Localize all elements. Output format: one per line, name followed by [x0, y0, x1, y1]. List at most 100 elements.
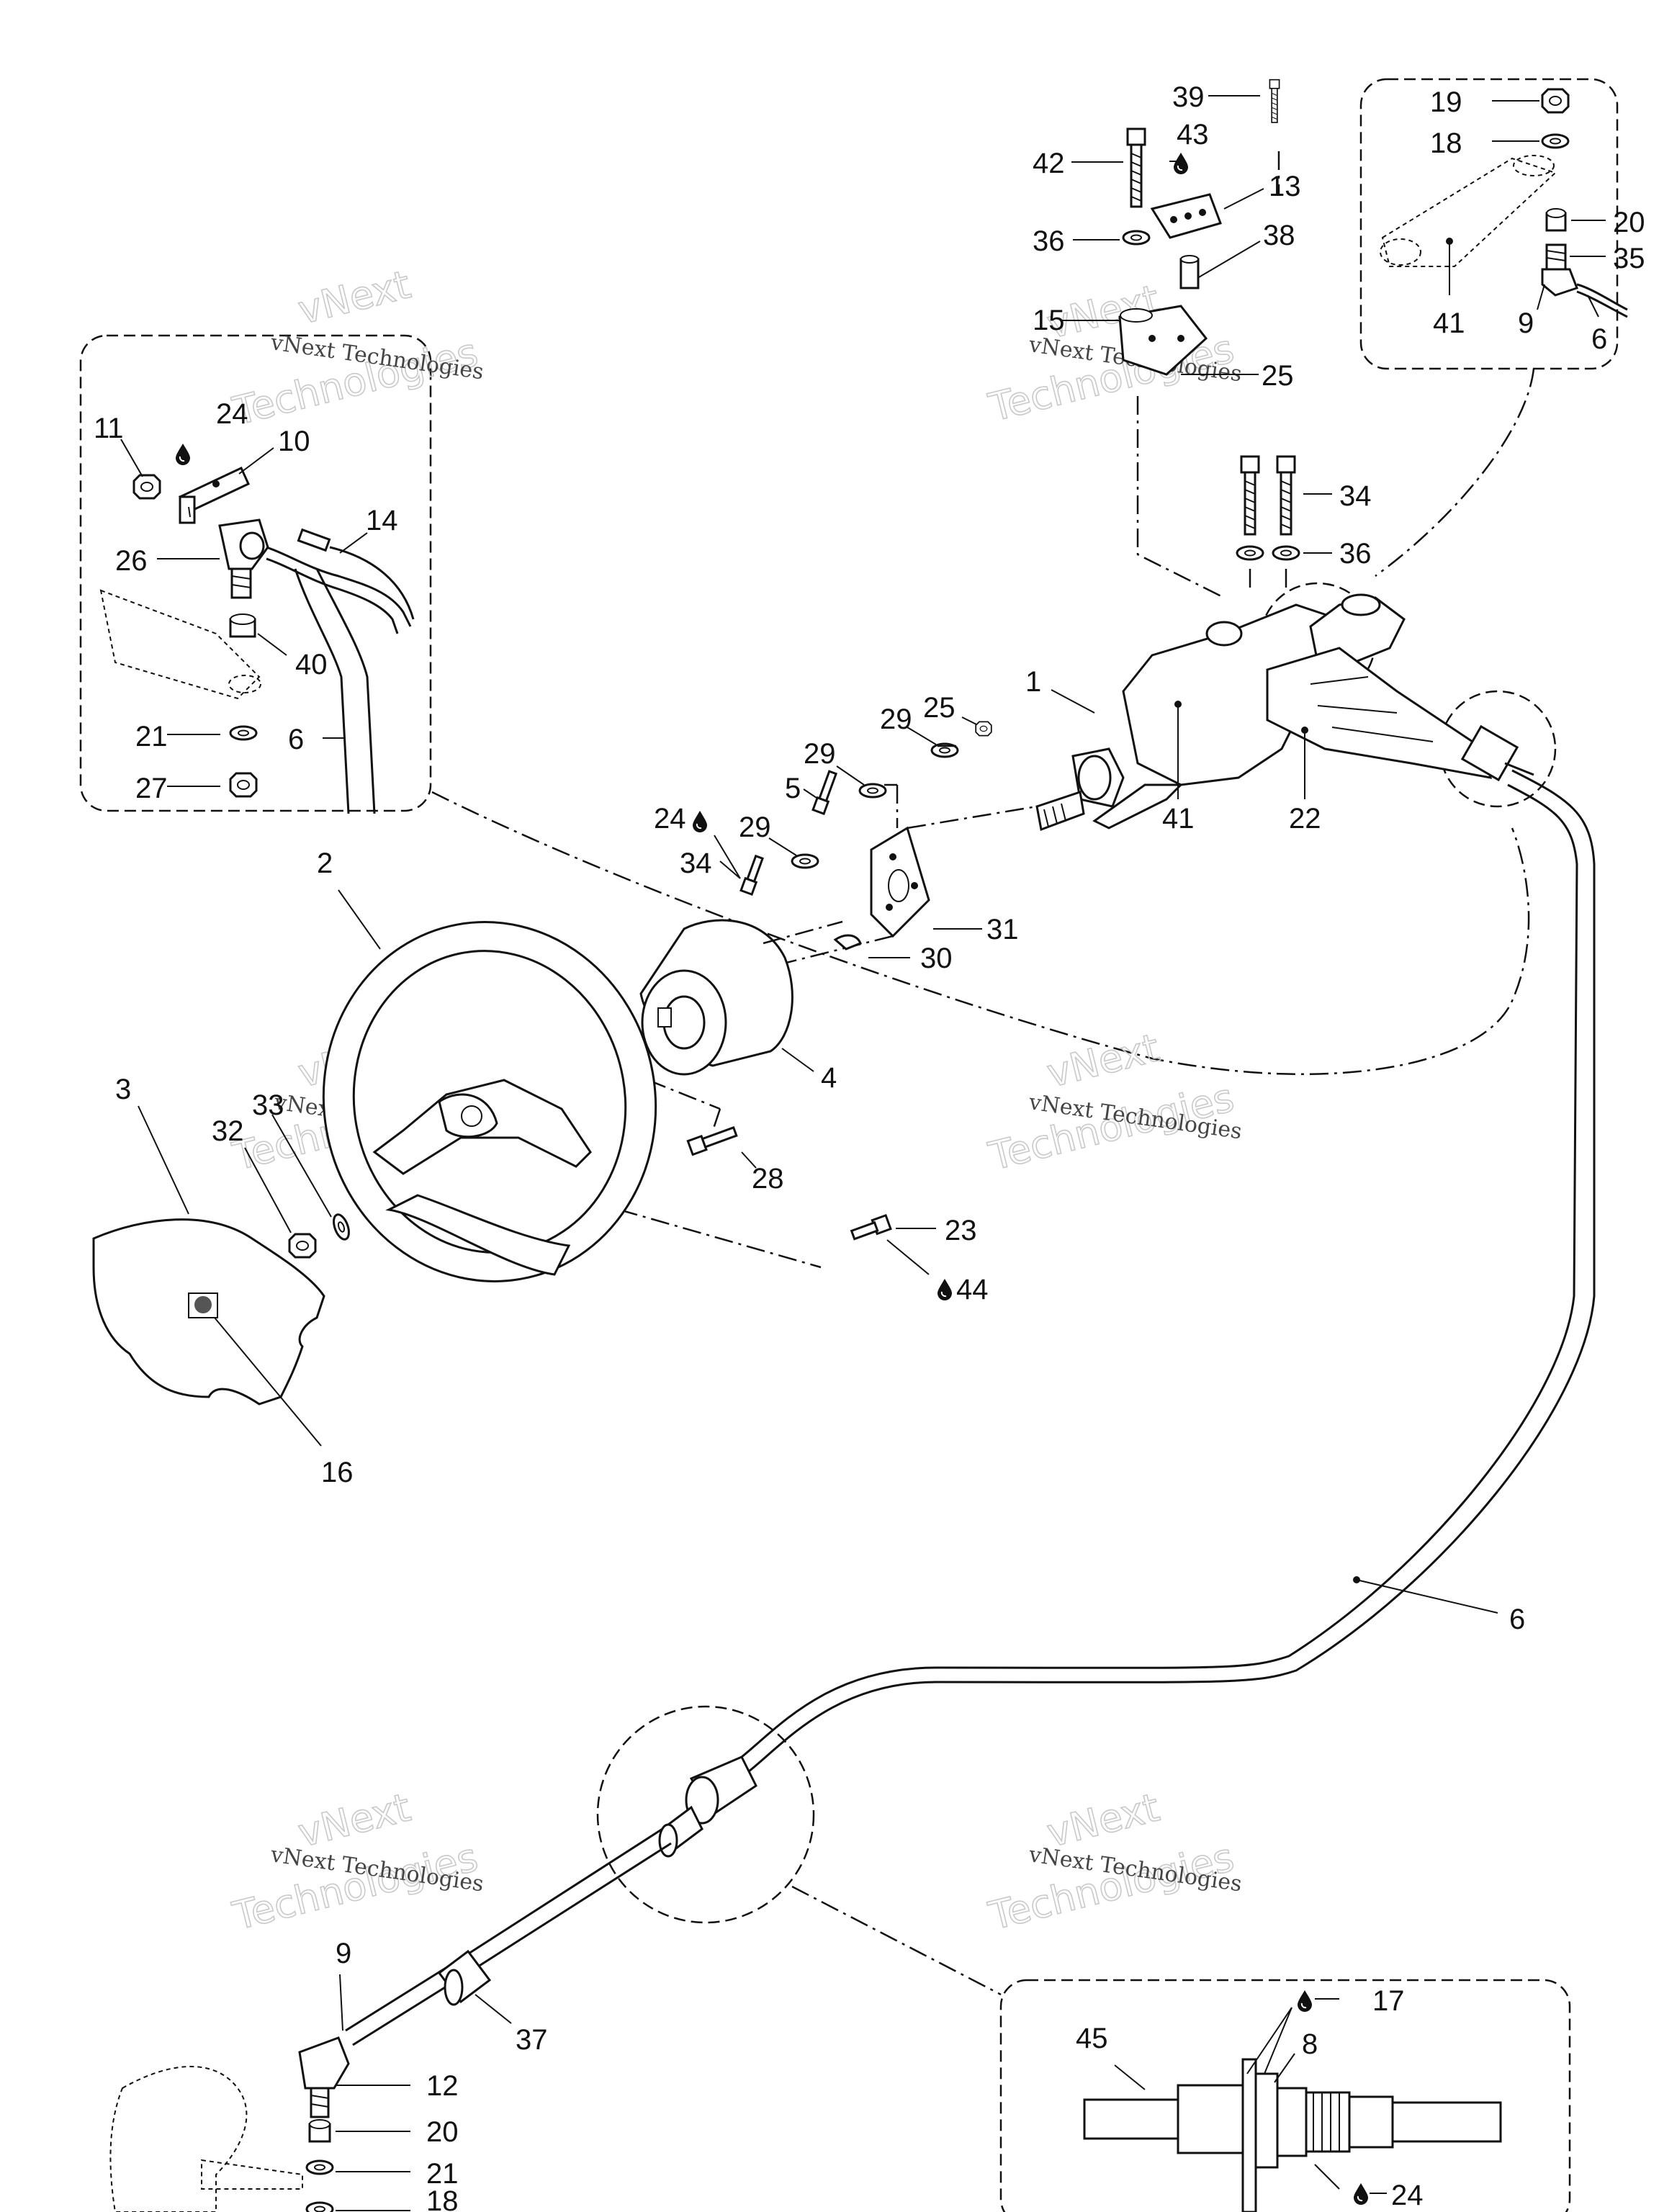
- label-38: 38: [1263, 220, 1295, 251]
- label-37: 37: [516, 2024, 548, 2056]
- ball-joint-26: [218, 518, 269, 599]
- pitman-arm-bottom: [109, 2066, 303, 2212]
- key-30: [833, 934, 862, 950]
- label-36-mid: 36: [1339, 538, 1372, 570]
- detail-connector-top: [1375, 368, 1535, 577]
- label-29-a: 29: [804, 738, 836, 770]
- label-36-top: 36: [1033, 225, 1065, 257]
- label-30: 30: [920, 943, 953, 974]
- nut-11: [132, 474, 161, 500]
- label-21-left: 21: [135, 721, 168, 752]
- label-19: 19: [1430, 86, 1462, 118]
- pitman-arm-left: [99, 589, 261, 700]
- bulkhead-detail: [1083, 2058, 1502, 2212]
- hub-4: [639, 919, 793, 1076]
- bracket-10: [179, 466, 250, 524]
- ball-joint-9-bottom: [298, 2036, 350, 2118]
- label-34-mid: 34: [680, 848, 712, 879]
- label-25-mid: 25: [923, 692, 956, 724]
- label-24-mid: 24: [654, 803, 686, 835]
- watermark-mid-right: vNext Technologies vNext Technologies: [984, 1025, 1244, 1180]
- bushing-40: [229, 613, 256, 638]
- washer-33: [329, 1211, 354, 1243]
- label-6-left: 6: [288, 724, 304, 755]
- center-cap-3: [92, 1218, 325, 1406]
- bolt-34-top-b: [1276, 455, 1296, 536]
- label-27: 27: [135, 773, 168, 804]
- washer-36-mid-a: [1236, 545, 1264, 561]
- washer-21-bottom: [305, 2159, 334, 2175]
- label-45: 45: [1076, 2023, 1108, 2054]
- washer-36-top: [1122, 230, 1151, 246]
- label-29-b: 29: [880, 703, 912, 735]
- cable-sheath-37: [345, 1827, 672, 2046]
- watermark-top-right: vNext Technologies vNext Technologies: [984, 276, 1244, 431]
- label-25-top: 25: [1262, 360, 1294, 392]
- label-15: 15: [1033, 305, 1065, 336]
- label-12: 12: [426, 2070, 459, 2102]
- label-34-top: 34: [1339, 480, 1372, 512]
- bolt-39: [1269, 78, 1280, 123]
- screw-5: [811, 770, 838, 816]
- label-33: 33: [252, 1089, 284, 1121]
- washer-29-c: [791, 853, 819, 869]
- label-32: 32: [212, 1115, 244, 1147]
- assembly-leader-top: [1136, 396, 1225, 599]
- watermark-top-left: vNext Technologies vNext Technologies: [228, 261, 485, 435]
- label-9-bottom: 9: [336, 1938, 351, 1969]
- label-2: 2: [317, 848, 333, 879]
- label-28: 28: [752, 1163, 784, 1195]
- nut-19: [1541, 88, 1570, 114]
- pitman-arm-41-top: [1380, 155, 1557, 267]
- label-29-c: 29: [739, 811, 771, 843]
- steering-cable-6: [698, 769, 1596, 1802]
- label-24-left: 24: [216, 398, 248, 430]
- bushing-20-bottom: [308, 2119, 331, 2143]
- bolt-34-top-a: [1240, 455, 1260, 536]
- svg-text:vNext: vNext: [294, 261, 415, 333]
- label-41-top: 41: [1433, 307, 1465, 339]
- label-17: 17: [1372, 1985, 1405, 2017]
- label-22: 22: [1289, 803, 1321, 835]
- bushing-20-top: [1545, 208, 1567, 232]
- watermark-bottom-left: vNext Technologies vNext Technologies: [228, 1784, 485, 1940]
- detail-circle-bulkhead: [596, 1705, 815, 1924]
- spacer-38: [1179, 255, 1200, 289]
- washer-36-mid-b: [1272, 545, 1300, 561]
- detail-connector-bottom: [791, 1885, 1002, 1996]
- bracket-15: [1118, 305, 1208, 376]
- label-39: 39: [1172, 81, 1205, 113]
- washer-29-a: [858, 783, 887, 799]
- bulkhead-fitting: [658, 1755, 757, 1858]
- label-18-bottom: 18: [426, 2185, 459, 2212]
- detail-connector-left: [431, 791, 1530, 1076]
- label-20-top: 20: [1613, 207, 1645, 238]
- tie-rod-bracket-22: [1266, 647, 1534, 782]
- detail-box-left: [79, 334, 432, 812]
- label-42: 42: [1033, 148, 1065, 179]
- detail-box-top-right: [1359, 78, 1619, 370]
- label-4: 4: [821, 1062, 837, 1094]
- svg-text:vNext: vNext: [294, 1784, 415, 1856]
- detail-box-bottom-right: [999, 1979, 1571, 2212]
- label-44: 44: [956, 1274, 989, 1305]
- nut-32: [288, 1233, 317, 1259]
- steering-wheel-2: [322, 921, 657, 1282]
- label-41-mid: 41: [1162, 803, 1195, 835]
- label-3: 3: [115, 1074, 131, 1105]
- screw-28: [686, 1125, 738, 1156]
- cable-end-14: [266, 528, 412, 634]
- label-20-bottom: 20: [426, 2116, 459, 2148]
- screw-23: [850, 1213, 892, 1241]
- label-8: 8: [1302, 2028, 1318, 2060]
- plate-13: [1150, 193, 1222, 239]
- adapter-plate-31: [870, 826, 930, 938]
- label-16: 16: [321, 1457, 354, 1488]
- washer-18-bottom: [305, 2201, 334, 2212]
- label-43: 43: [1177, 119, 1209, 150]
- label-31: 31: [986, 914, 1019, 945]
- label-18-top: 18: [1430, 127, 1462, 159]
- label-40: 40: [295, 649, 328, 680]
- label-21-bottom: 21: [426, 2158, 459, 2190]
